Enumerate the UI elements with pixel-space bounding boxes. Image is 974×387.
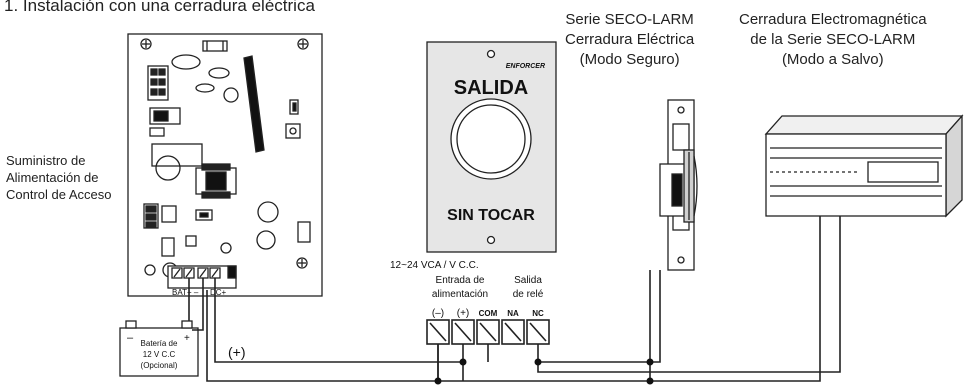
psu-bat-terminal-label: BAT+ – — [172, 288, 199, 297]
exit-button-top-text: SALIDA — [454, 77, 528, 99]
power-supply-label-line-1: Suministro de — [6, 153, 86, 168]
power-input-label-line-2: alimentación — [432, 289, 488, 300]
relay-output-label-line-2: de relé — [513, 289, 544, 300]
wiring — [188, 216, 841, 382]
battery-label-line-3: (Opcional) — [141, 361, 178, 370]
exit-button-bottom-text: SIN TOCAR — [447, 207, 535, 224]
plus-wire-marker: (+) — [228, 344, 246, 360]
maglock-label-line-3: (Modo a Salvo) — [781, 51, 884, 68]
maglock-label-line-1: Cerradura Electromagnética — [739, 11, 927, 28]
battery-plus-sign: + — [184, 333, 190, 344]
power-supply-board — [127, 33, 323, 297]
electric-strike-label-line-3: (Modo Seguro) — [579, 51, 680, 68]
power-supply-label-line-3: Control de Acceso — [6, 187, 112, 202]
electric-strike-label: Serie SECO-LARM Cerradura Eléctrica (Mod… — [565, 10, 694, 70]
board-screws — [140, 38, 309, 276]
maglock — [764, 114, 964, 218]
power-input-label-line-1: Entrada de — [436, 275, 485, 286]
electric-strike — [659, 99, 698, 271]
relay-terminal-block — [426, 319, 550, 345]
electric-strike-label-line-2: Cerradura Eléctrica — [565, 31, 695, 48]
power-supply-label: Suministro de Alimentación de Control de… — [6, 152, 112, 203]
battery-label-line-2: 12 V C.C — [143, 350, 176, 359]
electric-strike-label-line-1: Serie SECO-LARM — [565, 11, 694, 28]
psu-dc-terminal-label: DC+ — [210, 288, 227, 297]
terminal-plus-label: (+) — [457, 308, 470, 319]
wire-junctions — [434, 358, 654, 385]
relay-output-label-line-1: Salida — [514, 275, 542, 286]
battery-minus-sign: – — [127, 332, 134, 344]
terminal-nc-label: NC — [532, 309, 544, 318]
maglock-label-line-2: de la Serie SECO-LARM — [750, 31, 916, 48]
page-heading: 1. Instalación con una cerradura eléctri… — [4, 0, 315, 15]
battery — [119, 320, 199, 377]
psu-terminal-screws — [171, 267, 221, 279]
battery-label-line-1: Batería de — [141, 339, 178, 348]
terminal-com-label: COM — [479, 309, 498, 318]
maglock-label: Cerradura Electromagnética de la Serie S… — [739, 10, 927, 70]
terminal-minus-label: (–) — [432, 308, 444, 319]
exit-button-brand: ENFORCER — [506, 63, 545, 70]
power-rating-label: 12~24 VCA / V C.C. — [390, 260, 479, 271]
exit-button-plate — [426, 41, 557, 253]
terminal-na-label: NA — [507, 309, 519, 318]
power-supply-label-line-2: Alimentación de — [6, 170, 99, 185]
